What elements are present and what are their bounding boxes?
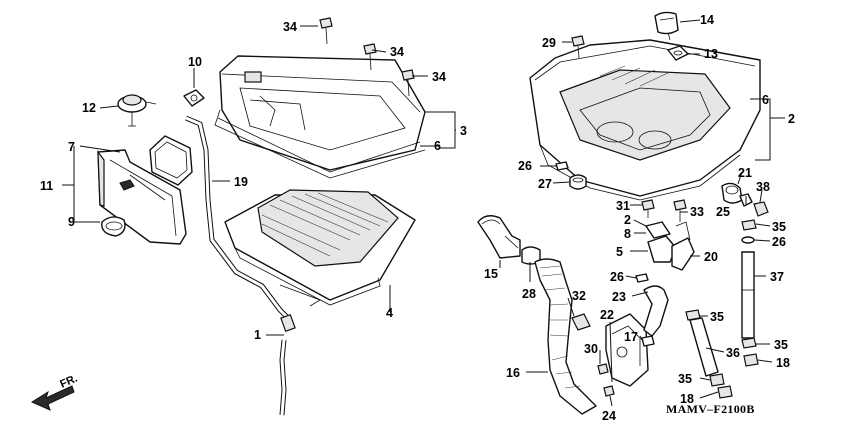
callout-6: 6 bbox=[762, 93, 769, 107]
callout-30: 30 bbox=[584, 342, 598, 356]
callout-21: 21 bbox=[738, 166, 752, 180]
callout-8: 8 bbox=[624, 227, 631, 241]
callout-37: 37 bbox=[770, 270, 784, 284]
callout-27: 27 bbox=[538, 177, 552, 191]
callout-numbers: 34 34 34 10 12 7 11 9 19 3 6 4 1 14 13 2… bbox=[40, 13, 795, 423]
callout-11: 11 bbox=[40, 179, 53, 193]
callout-35: 35 bbox=[710, 310, 724, 324]
callout-18: 18 bbox=[776, 356, 790, 370]
callout-35: 35 bbox=[772, 220, 786, 234]
callout-32: 32 bbox=[572, 289, 586, 303]
grommets-26-27 bbox=[555, 161, 587, 190]
callout-35: 35 bbox=[774, 338, 788, 352]
callout-35: 35 bbox=[678, 372, 692, 386]
callout-17: 17 bbox=[624, 330, 638, 344]
callout-4: 4 bbox=[386, 306, 393, 320]
callout-23: 23 bbox=[612, 290, 626, 304]
callout-26: 26 bbox=[518, 159, 532, 173]
callout-7: 7 bbox=[68, 140, 75, 154]
callout-22: 22 bbox=[600, 308, 614, 322]
part-16-tube bbox=[534, 258, 597, 415]
part-19-drain-tube bbox=[185, 115, 296, 416]
valve-assy-5-8-20 bbox=[635, 199, 695, 347]
callout-24: 24 bbox=[602, 409, 616, 423]
callout-33: 33 bbox=[690, 205, 704, 219]
callout-1: 1 bbox=[254, 328, 261, 342]
fittings-21-25-38 bbox=[721, 182, 769, 217]
callout-31: 31 bbox=[616, 199, 630, 213]
intake-duct-assy bbox=[97, 135, 193, 245]
callout-3: 3 bbox=[460, 124, 467, 138]
callout-28: 28 bbox=[522, 287, 536, 301]
callout-15: 15 bbox=[484, 267, 498, 281]
callout-16: 16 bbox=[506, 366, 520, 380]
air-cleaner-case bbox=[529, 19, 761, 201]
front-direction-arrow: FR. bbox=[30, 373, 79, 411]
air-filter-element bbox=[224, 189, 416, 307]
callout-38: 38 bbox=[756, 180, 770, 194]
callout-29: 29 bbox=[542, 36, 556, 50]
callout-25: 25 bbox=[716, 205, 730, 219]
callout-5: 5 bbox=[616, 245, 623, 259]
callout-6: 6 bbox=[434, 139, 441, 153]
callout-26: 26 bbox=[772, 235, 786, 249]
leader-lines bbox=[62, 19, 785, 407]
callout-19: 19 bbox=[234, 175, 248, 189]
part-15-intake-elbow bbox=[477, 215, 541, 265]
part-12-breather bbox=[117, 94, 157, 127]
callout-34: 34 bbox=[283, 20, 297, 34]
air-cleaner-cover bbox=[214, 55, 426, 179]
callout-36: 36 bbox=[726, 346, 740, 360]
part-14-cap bbox=[654, 11, 689, 61]
part-10-clamp bbox=[183, 89, 205, 107]
callout-9: 9 bbox=[68, 215, 75, 229]
drawing-code: MAMV–F2100B bbox=[666, 402, 755, 416]
callout-2: 2 bbox=[788, 112, 795, 126]
callout-12: 12 bbox=[82, 101, 96, 115]
callout-20: 20 bbox=[704, 250, 718, 264]
callout-18: 18 bbox=[680, 392, 694, 406]
callout-34: 34 bbox=[432, 70, 446, 84]
callout-34: 34 bbox=[390, 45, 404, 59]
hose-set-35-37 bbox=[685, 219, 759, 399]
callout-13: 13 bbox=[704, 47, 718, 61]
callout-2: 2 bbox=[624, 213, 631, 227]
bolts-34-29 bbox=[319, 17, 585, 97]
callout-10: 10 bbox=[188, 55, 202, 69]
part-22-bracket bbox=[597, 313, 649, 397]
front-label: FR. bbox=[58, 373, 79, 391]
callout-14: 14 bbox=[700, 13, 714, 27]
callout-26: 26 bbox=[610, 270, 624, 284]
